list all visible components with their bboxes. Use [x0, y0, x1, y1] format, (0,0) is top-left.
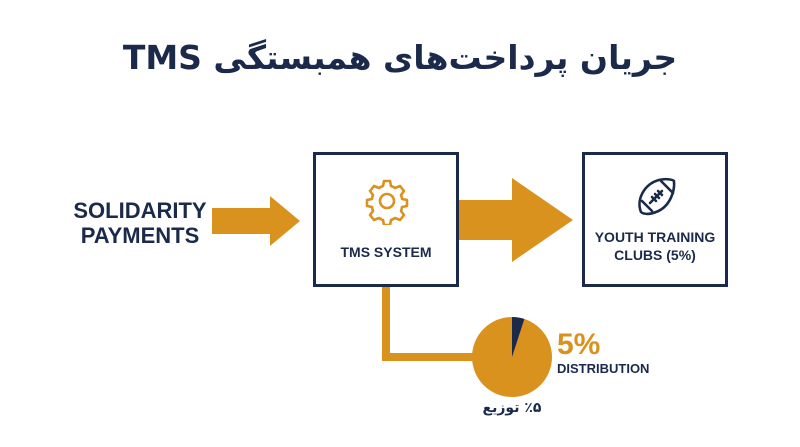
youth-clubs-box: YOUTH TRAINING CLUBS (5%)	[582, 152, 728, 287]
solidarity-payments-label: SOLIDARITY PAYMENTS	[60, 198, 220, 248]
tms-system-label: TMS SYSTEM	[340, 244, 432, 260]
input-arrow	[212, 196, 300, 246]
youth-clubs-label: YOUTH TRAINING CLUBS (5%)	[585, 228, 725, 264]
youth-line-1: YOUTH TRAINING	[594, 229, 716, 245]
gear-icon	[363, 177, 411, 229]
distribution-connector	[382, 287, 474, 361]
distribution-label: DISTRIBUTION	[557, 361, 650, 376]
distribution-pie	[472, 317, 552, 397]
distribution-caption-fa: ٪۵ توزیع	[482, 400, 542, 416]
page-title: جریان پرداخت‌های همبستگی TMS	[122, 38, 678, 77]
youth-line-2: CLUBS (5%)	[614, 247, 696, 263]
pie-slice-5pct	[512, 317, 525, 357]
football-icon	[632, 173, 680, 225]
tms-system-box: TMS SYSTEM	[313, 152, 459, 287]
source-line-1: SOLIDARITY	[73, 198, 207, 223]
distribution-percent: 5%	[557, 328, 601, 361]
output-arrow	[459, 178, 573, 262]
source-line-2: PAYMENTS	[80, 223, 200, 248]
